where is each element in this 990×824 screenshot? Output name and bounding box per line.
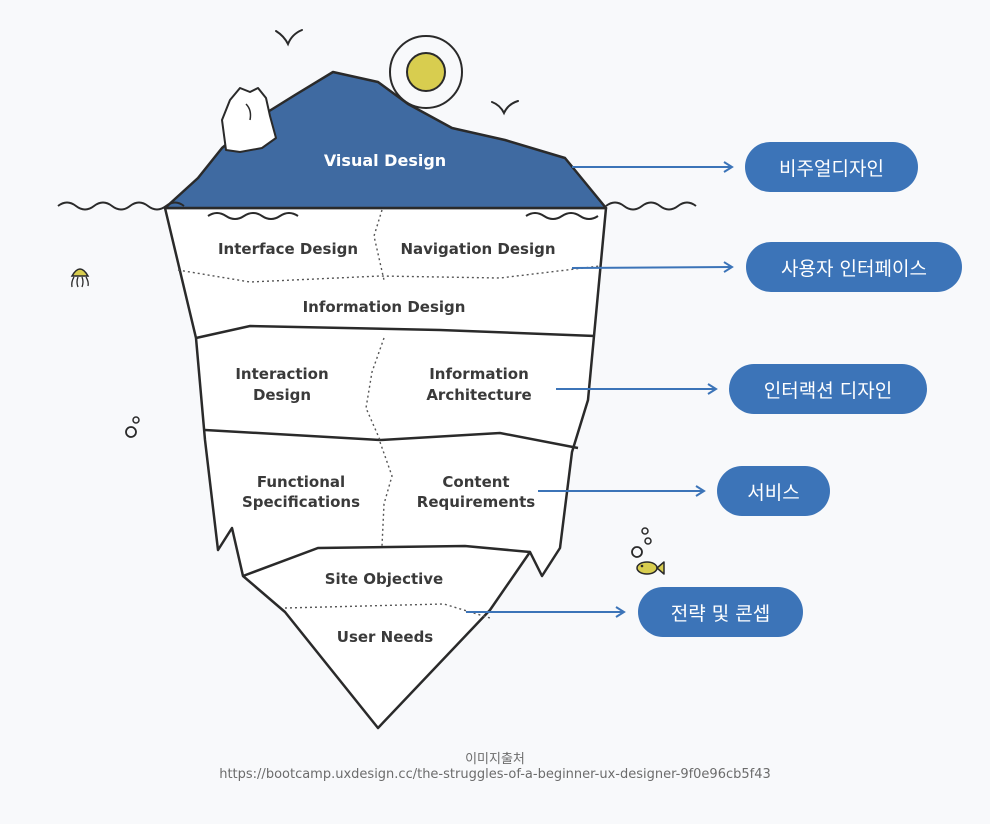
image-source-label: 이미지출처: [465, 752, 525, 767]
information-design-label: Information Design: [303, 298, 466, 316]
callout-service: 서비스: [717, 466, 830, 516]
content-requirements-label-line1: Content: [442, 473, 509, 491]
sun-icon: [389, 35, 463, 109]
callout-arrow-interface: [571, 261, 734, 273]
bird-icon: [491, 100, 519, 116]
bubbles-icon: [125, 416, 140, 438]
iceberg-underwater: [163, 206, 608, 730]
bubbles-icon: [631, 527, 652, 558]
water-line-right: [605, 201, 697, 211]
jellyfish-icon: [70, 268, 90, 288]
functional-specifications-label-line1: Functional: [257, 473, 345, 491]
interaction-design-label-line1: Interaction: [235, 365, 328, 383]
water-line-inner-right: [525, 212, 599, 220]
polar-bear-icon: [221, 87, 277, 153]
content-requirements-label-line2: Requirements: [417, 493, 536, 511]
visual-design-label: Visual Design: [324, 151, 446, 170]
callout-user-interface: 사용자 인터페이스: [746, 242, 962, 292]
callout-strategy-concept: 전략 및 콘셉: [638, 587, 803, 637]
information-architecture-label-line1: Information: [429, 365, 529, 383]
dotted-divider: [365, 337, 385, 441]
information-architecture-label-line2: Architecture: [426, 386, 531, 404]
bird-icon: [275, 29, 303, 47]
interaction-design-label-line2: Design: [253, 386, 311, 404]
water-line-inner-left: [207, 212, 299, 220]
layer-divider: [204, 428, 579, 450]
layer-divider: [195, 324, 596, 340]
dotted-divider: [284, 603, 491, 619]
interface-design-label: Interface Design: [218, 240, 358, 258]
dotted-divider: [379, 441, 393, 547]
layer-divider: [242, 544, 531, 578]
user-needs-label: User Needs: [337, 628, 434, 646]
functional-specifications-label-line2: Specifications: [242, 493, 360, 511]
dotted-divider: [177, 265, 601, 283]
site-objective-label: Site Objective: [325, 570, 443, 588]
callout-visual-design: 비주얼디자인: [745, 142, 918, 192]
image-source-url[interactable]: https://bootcamp.uxdesign.cc/the-struggl…: [219, 767, 771, 782]
water-line-left: [57, 201, 185, 211]
navigation-design-label: Navigation Design: [400, 240, 555, 258]
fish-icon: [636, 561, 665, 575]
iceberg-tip: [163, 70, 608, 210]
callout-interaction-design: 인터랙션 디자인: [729, 364, 927, 414]
